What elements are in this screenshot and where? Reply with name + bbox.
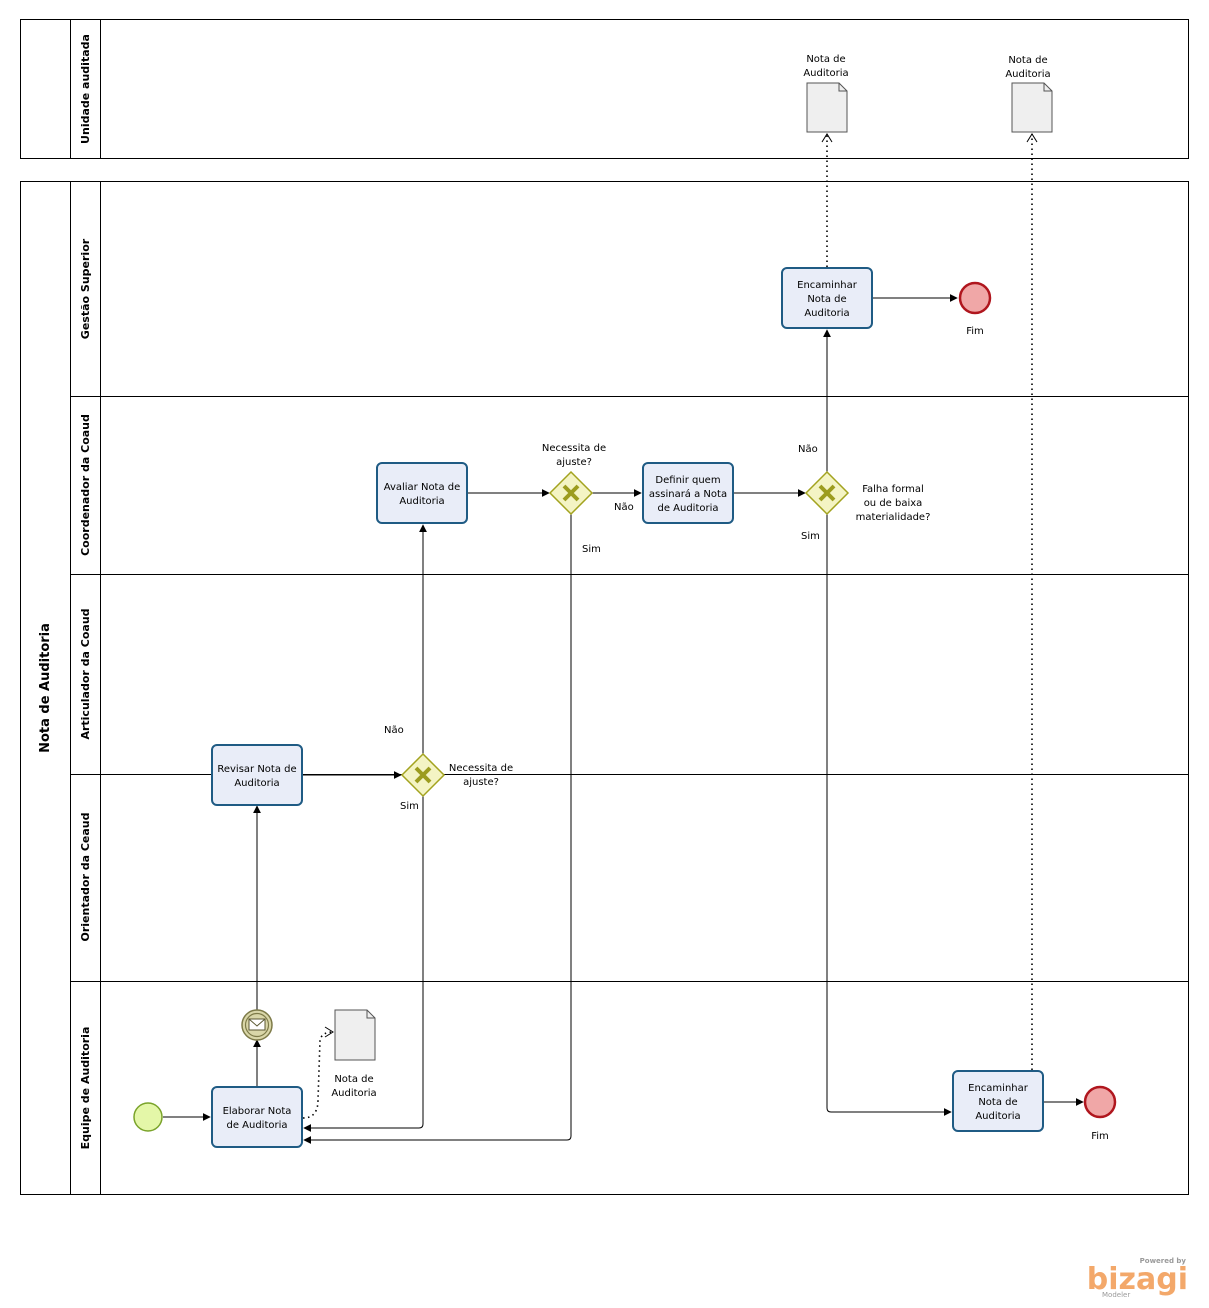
document-unidade2-label-2: Auditoria <box>1005 69 1050 80</box>
lane-label-coordenador: Coordenador da Coaud <box>79 414 92 556</box>
gateway-necessita-ajuste-articulador[interactable] <box>400 752 446 798</box>
gateway-necessita-ajuste-coordenador[interactable] <box>548 470 594 516</box>
document-equipe-label-2: Auditoria <box>331 1088 376 1099</box>
task-encaminhar-gestao[interactable]: Encaminhar Nota de Auditoria <box>781 267 873 329</box>
sequence-flows <box>163 294 1084 1144</box>
task-definir-line1: Definir quem <box>655 475 720 486</box>
document-unidade1-label-2: Auditoria <box>803 68 848 79</box>
task-revisar-nota[interactable]: Revisar Nota de Auditoria <box>211 744 303 806</box>
task-encaminhar-equipe[interactable]: Encaminhar Nota de Auditoria <box>952 1070 1044 1132</box>
start-event[interactable] <box>133 1102 163 1132</box>
flow-label-nao-coord2: Não <box>798 444 818 455</box>
task-encaminhar-equipe-line1: Encaminhar <box>968 1083 1029 1094</box>
lane-label-gestao: Gestão Superior <box>79 238 92 339</box>
document-icon[interactable] <box>334 1009 376 1061</box>
end-event-gestao-label: Fim <box>966 326 984 337</box>
associations <box>302 133 1038 1119</box>
flow-sim-elaborar-2 <box>303 514 572 1144</box>
task-encaminhar-equipe-line3: Auditoria <box>975 1111 1020 1122</box>
lane-label-equipe: Equipe de Auditoria <box>79 1027 92 1150</box>
bizagi-logo: Powered by bizagi Modeler <box>1087 1257 1188 1299</box>
gateway-falha-formal[interactable] <box>804 470 850 516</box>
gateway-art-label-2: ajuste? <box>463 777 499 788</box>
pool-nota-de-auditoria: Nota de Auditoria Gestão Superior Coorde… <box>20 181 1189 1195</box>
message-event[interactable] <box>241 1009 273 1041</box>
x-icon <box>414 766 432 784</box>
task-elaborar-line1: Elaborar Nota <box>223 1106 292 1117</box>
document-unidade1-label-1: Nota de <box>806 54 845 65</box>
brand-name: bizagi <box>1087 1262 1188 1297</box>
pool-label: Nota de Auditoria <box>38 623 53 753</box>
brand-sub: Modeler <box>1102 1291 1130 1299</box>
flow-label-sim-coord2: Sim <box>801 531 820 542</box>
x-icon <box>818 484 836 502</box>
task-definir-line3: de Auditoria <box>657 503 718 514</box>
document-unidade2-label-1: Nota de <box>1008 55 1047 66</box>
end-event-gestao[interactable] <box>958 281 992 315</box>
task-avaliar-nota[interactable]: Avaliar Nota de Auditoria <box>376 462 468 524</box>
task-elaborar-line2: de Auditoria <box>226 1120 287 1131</box>
flow-sim-encaminhar-equipe <box>826 514 952 1116</box>
task-encaminhar-gestao-line2: Nota de <box>807 294 846 305</box>
flow-sim-elaborar <box>303 796 424 1132</box>
envelope-icon <box>248 1018 266 1031</box>
end-event-equipe[interactable] <box>1083 1085 1117 1119</box>
lane-label-unidade-auditada: Unidade auditada <box>79 34 92 144</box>
lane-label-articulador: Articulador da Coaud <box>79 608 92 739</box>
task-revisar-line1: Revisar Nota de <box>217 764 296 775</box>
task-definir-quem-assinara[interactable]: Definir quem assinará a Nota de Auditori… <box>642 462 734 524</box>
x-icon <box>562 484 580 502</box>
gateway-coord2-label-2: ou de baixa <box>864 498 923 509</box>
document-icon[interactable] <box>806 82 848 133</box>
pool-unidade-auditada: Unidade auditada <box>20 19 1189 159</box>
task-elaborar-nota[interactable]: Elaborar Nota de Auditoria <box>211 1086 303 1148</box>
flow-label-sim-coord1: Sim <box>582 544 601 555</box>
flow-label-nao-art: Não <box>384 725 404 736</box>
document-equipe-label-1: Nota de <box>334 1074 373 1085</box>
flow-label-sim-art: Sim <box>400 801 419 812</box>
document-icon[interactable] <box>1011 82 1053 133</box>
task-encaminhar-gestao-line3: Auditoria <box>804 308 849 319</box>
brand-powered: Powered by <box>1140 1257 1187 1265</box>
end-event-equipe-label: Fim <box>1091 1131 1109 1142</box>
gateway-coord2-label-1: Falha formal <box>862 484 924 495</box>
lane-label-orientador: Orientador da Ceaud <box>79 813 92 942</box>
task-encaminhar-equipe-line2: Nota de <box>978 1097 1017 1108</box>
task-encaminhar-gestao-line1: Encaminhar <box>797 280 858 291</box>
gateway-art-label-1: Necessita de <box>449 763 513 774</box>
gateway-coord1-label-1: Necessita de <box>542 443 606 454</box>
task-avaliar-line1: Avaliar Nota de <box>384 482 461 493</box>
task-avaliar-line2: Auditoria <box>399 496 444 507</box>
gateway-coord1-label-2: ajuste? <box>556 457 592 468</box>
flow-label-nao-coord1: Não <box>614 502 634 513</box>
task-definir-line2: assinará a Nota <box>649 488 727 500</box>
task-revisar-line2: Auditoria <box>234 778 279 789</box>
gateway-coord2-label-3: materialidade? <box>856 512 931 523</box>
